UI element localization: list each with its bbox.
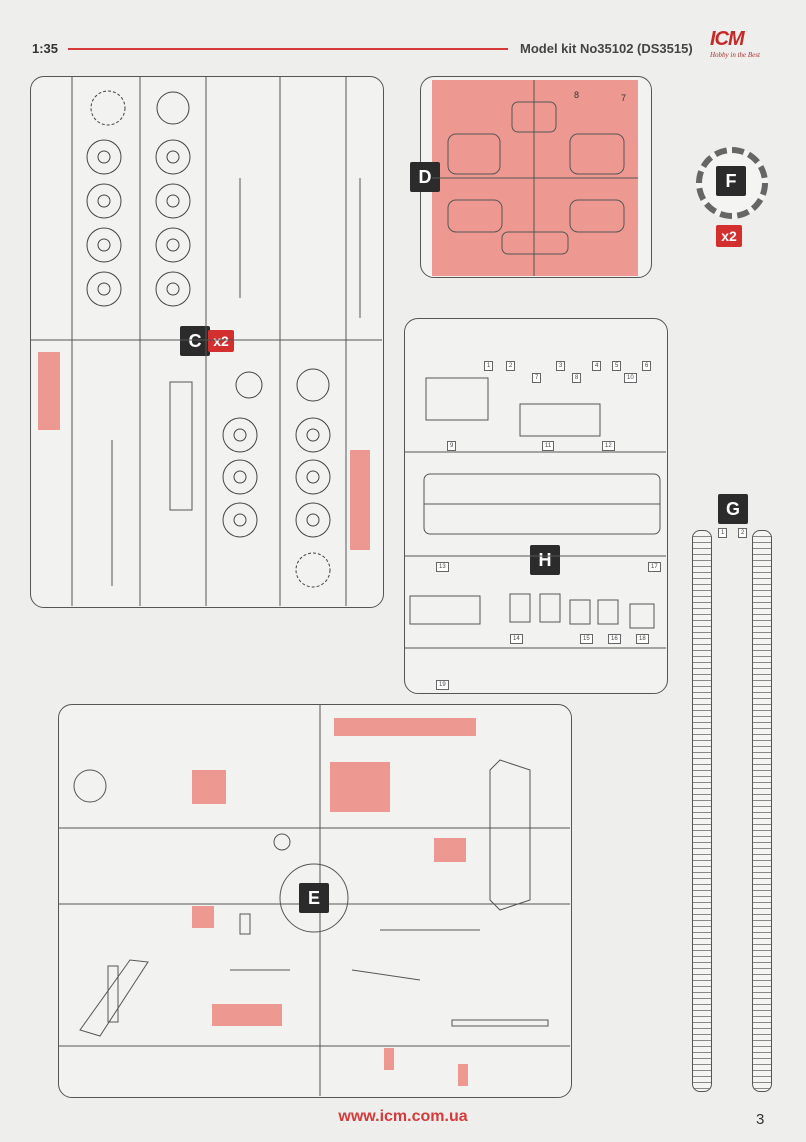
sprue-h-number-14: 14: [510, 634, 523, 644]
sprue-h-number-15: 15: [580, 634, 593, 644]
sprue-d-number-8: 8: [574, 90, 580, 100]
sprue-g-number-2: 2: [738, 528, 748, 538]
sprue-h-number-10: 10: [624, 373, 637, 383]
sprue-h-number-19: 19: [436, 680, 449, 690]
scale-label: 1:35: [32, 41, 59, 56]
website-url: www.icm.com.ua: [338, 1108, 468, 1125]
sprue-e-highlight-top: [334, 718, 476, 736]
sprue-h-number-16: 16: [608, 634, 621, 644]
sprue-c-highlight-left: [38, 352, 60, 430]
sprue-e-highlight-5: [212, 1004, 282, 1026]
sprue-d-number-7: 7: [621, 93, 627, 103]
sprue-h-badge: H: [530, 545, 560, 575]
sprue-h-number-6: 6: [642, 361, 652, 371]
sprue-h-number-18: 18: [636, 634, 649, 644]
sprue-e-highlight-4: [192, 906, 214, 928]
page-number: 3: [756, 1111, 765, 1128]
sprue-h-number-4: 4: [592, 361, 602, 371]
sprue-c-multiplier: x2: [208, 330, 234, 352]
sprue-h-number-13: 13: [436, 562, 449, 572]
sprue-e-highlight-2: [330, 762, 390, 812]
sprue-c-highlight-right: [350, 450, 370, 550]
sprue-h-number-5: 5: [612, 361, 622, 371]
sprue-g-badge: G: [718, 494, 748, 524]
track-right: [752, 530, 772, 1092]
sprue-h-number-9: 9: [447, 441, 457, 451]
sprue-h-number-7: 7: [532, 373, 542, 383]
sprue-e-highlight-7: [458, 1064, 468, 1086]
sprue-h-number-3: 3: [556, 361, 566, 371]
sprue-h-number-11: 11: [542, 441, 555, 451]
sprue-h-number-1: 1: [484, 361, 494, 371]
sprue-f-badge: F: [716, 166, 746, 196]
kit-number: Model kit No35102 (DS3515): [520, 41, 693, 56]
sprue-h-number-12: 12: [602, 441, 615, 451]
header-rule: [68, 48, 508, 50]
sprue-h-number-17: 17: [648, 562, 661, 572]
brand-name: ICM: [710, 28, 745, 50]
sprue-h-number-8: 8: [572, 373, 582, 383]
brand-tagline: Hobby in the Best: [710, 51, 760, 59]
sprue-e-highlight-1: [192, 770, 226, 804]
sprue-e-badge: E: [299, 883, 329, 913]
sprue-d-badge: D: [410, 162, 440, 192]
sprue-g-number-1: 1: [718, 528, 728, 538]
sprue-h-number-2: 2: [506, 361, 516, 371]
sprue-c-badge: C: [180, 326, 210, 356]
icm-logo: ICM Hobby in the Best: [710, 28, 780, 68]
sprue-e-highlight-6: [384, 1048, 394, 1070]
track-left: [692, 530, 712, 1092]
sprue-f-multiplier: x2: [716, 225, 742, 247]
sprue-e-highlight-3: [434, 838, 466, 862]
